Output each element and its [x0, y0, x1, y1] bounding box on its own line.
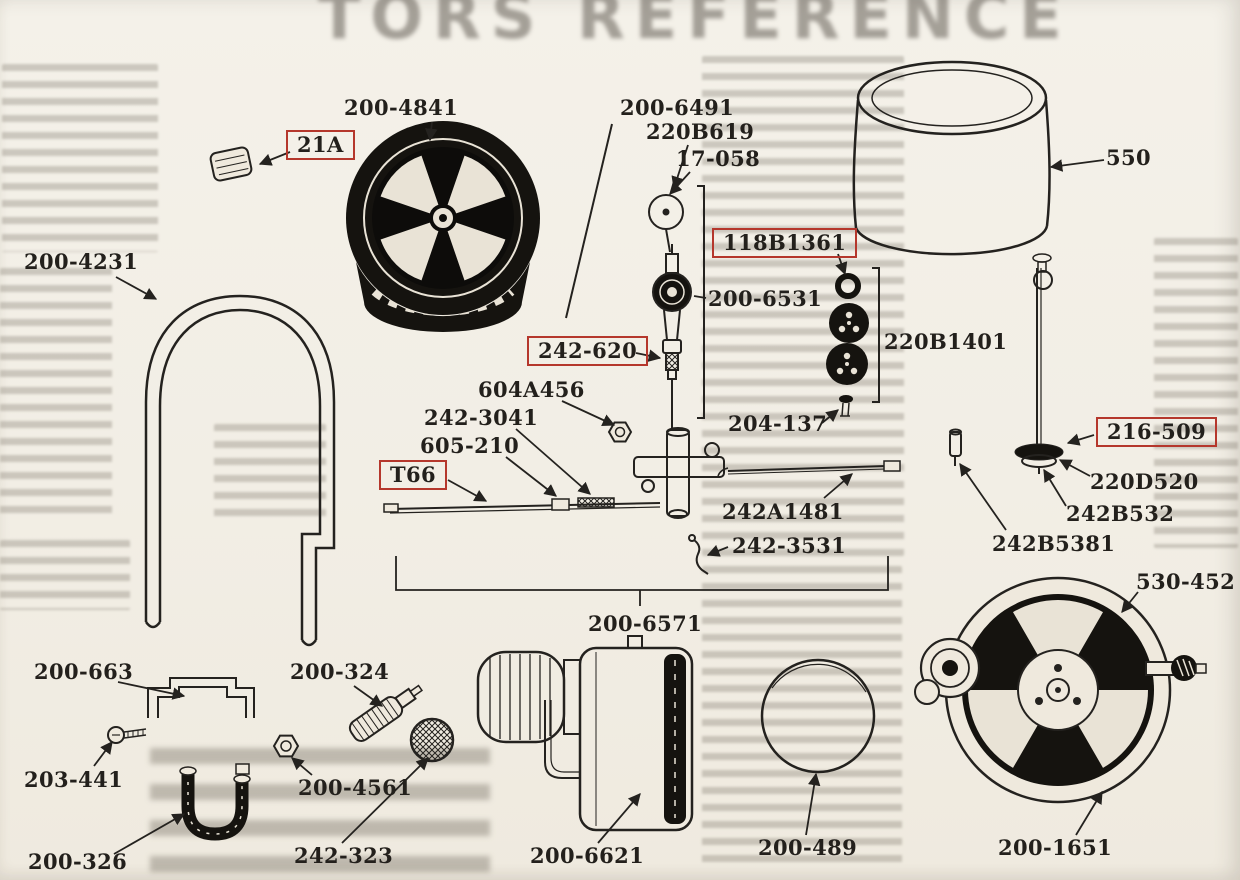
check-valve-drawing — [949, 428, 962, 466]
ghost-paragraph — [0, 268, 112, 518]
part-label-242-323: 242-323 — [294, 843, 394, 868]
part-label-242-3531: 242-3531 — [732, 533, 847, 558]
part-label-220d520: 220D520 — [1090, 469, 1199, 494]
part-label-200-326: 200-326 — [28, 849, 128, 874]
part-label-242b532: 242B532 — [1066, 501, 1175, 526]
screw-drawing — [107, 726, 147, 744]
o-ring-drawing — [835, 273, 861, 299]
part-label-17-058: 17-058 — [676, 146, 761, 171]
ghost-header-text: TORS REFERENCE — [318, 0, 1072, 53]
u-tube-drawing — [179, 763, 251, 841]
part-label-200-4561: 200-4561 — [298, 775, 413, 800]
part-label-242-620: 242-620 — [527, 336, 649, 367]
part-label-242a1481: 242A1481 — [722, 499, 844, 524]
part-label-220b1401: 220B1401 — [884, 329, 1008, 354]
tip-cleaner-stem-drawing — [717, 460, 901, 477]
part-label-200-6491: 200-6491 — [620, 95, 735, 120]
fan-cap-drawing — [346, 121, 540, 332]
part-label-200-4231: 200-4231 — [24, 249, 139, 274]
generator-assembly-drawing — [565, 123, 705, 428]
part-label-200-6531: 200-6531 — [708, 286, 823, 311]
screen-disc-drawing — [409, 717, 455, 763]
part-label-605-210: 605-210 — [420, 433, 520, 458]
part-label-200-663: 200-663 — [34, 659, 134, 684]
part-label-550: 550 — [1106, 145, 1152, 170]
small-nut-drawing — [272, 734, 300, 758]
part-label-216-509: 216-509 — [1096, 417, 1218, 448]
leader-lines — [93, 121, 1139, 855]
cleaning-rod-drawing — [383, 497, 661, 514]
pump-cap-small-drawing — [348, 684, 423, 742]
group-bracket-drawing — [395, 556, 889, 606]
part-label-t66: T66 — [379, 460, 448, 491]
ghost-paragraph — [702, 56, 904, 556]
base-drawing — [914, 576, 1207, 804]
part-label-203-441: 203-441 — [24, 767, 124, 792]
part-label-220b619: 220B619 — [646, 119, 755, 144]
clip-drawing — [688, 534, 709, 575]
valve-body-drawing — [633, 427, 725, 519]
band-drawing — [760, 658, 876, 774]
nut-drawing — [607, 421, 633, 443]
ghost-paragraph — [702, 566, 902, 866]
fount-drawing — [476, 635, 694, 832]
part-label-200-6571: 200-6571 — [588, 611, 703, 636]
part-label-604a456: 604A456 — [478, 377, 585, 402]
part-label-242-3041: 242-3041 — [424, 405, 539, 430]
burner-cap-drawing — [826, 267, 880, 417]
bracket-drawing — [147, 677, 255, 718]
packing-21a-drawing — [209, 146, 253, 182]
part-label-204-137: 204-137 — [728, 411, 828, 436]
ghost-paragraph — [0, 540, 130, 610]
ghost-paragraph — [2, 64, 158, 252]
part-label-242b5381: 242B5381 — [992, 531, 1116, 556]
ghost-paragraph — [1154, 238, 1238, 548]
pump-plunger-drawing — [1014, 253, 1064, 474]
part-label-21a: 21A — [286, 130, 355, 161]
part-label-530-452: 530-452 — [1136, 569, 1236, 594]
wire-frame-drawing — [144, 294, 336, 647]
part-label-118b1361: 118B1361 — [712, 228, 858, 259]
ghost-headline-text — [150, 748, 490, 874]
part-label-200-324: 200-324 — [290, 659, 390, 684]
ghost-paragraph — [214, 424, 326, 520]
glass-globe-drawing — [852, 60, 1051, 256]
part-label-200-1651: 200-1651 — [998, 835, 1113, 860]
part-label-200-6621: 200-6621 — [530, 843, 645, 868]
part-label-200-4841: 200-4841 — [344, 95, 459, 120]
part-label-200-489: 200-489 — [758, 835, 858, 860]
